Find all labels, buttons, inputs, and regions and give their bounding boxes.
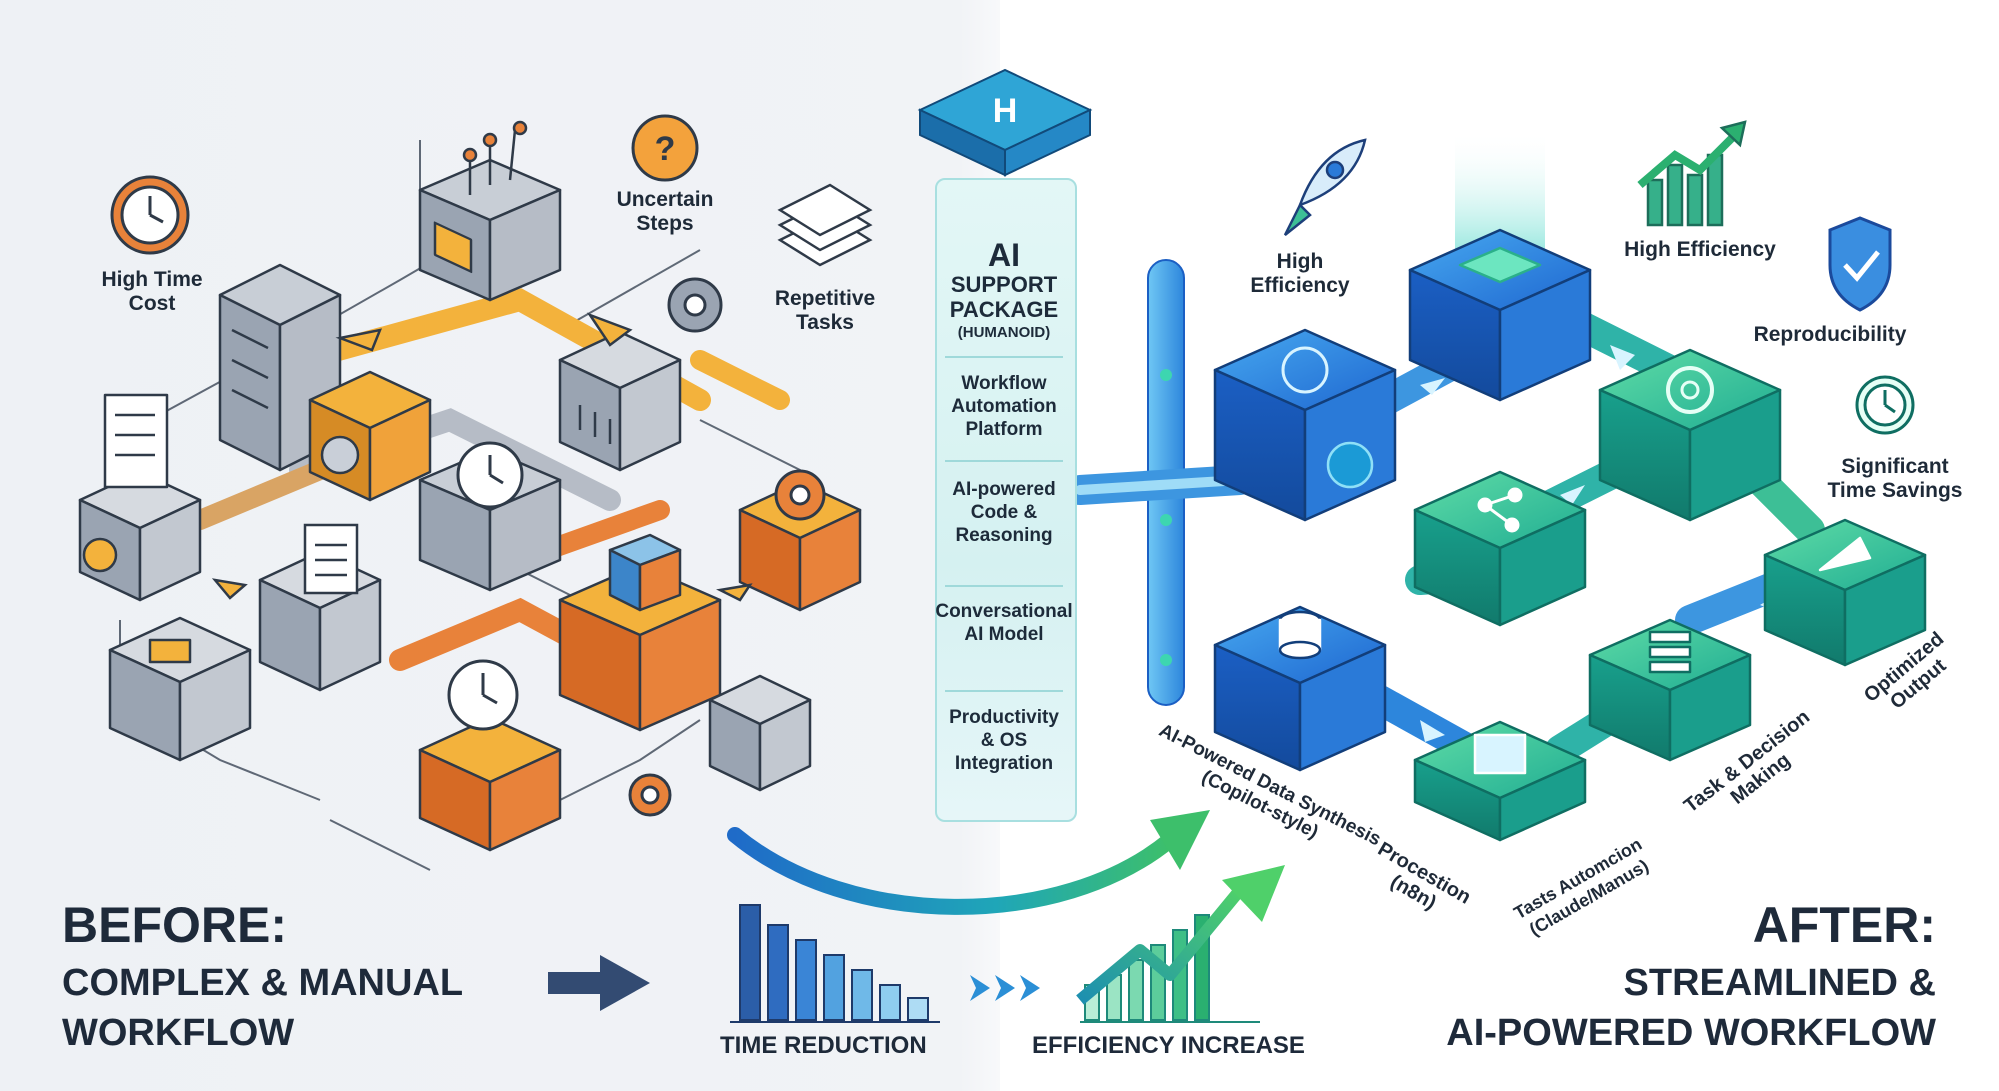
time-savings-label: Significant Time Savings: [1827, 455, 1963, 502]
transition-curved-arrow: [727, 827, 1178, 915]
left-cube-document-stack: [78, 393, 202, 602]
humanoid-logo-letter: H: [992, 92, 1018, 130]
left-cube-panel-bottom-left: [108, 616, 252, 762]
right-cube-ai: [1213, 328, 1397, 522]
left-cube-orange-1: [308, 370, 432, 502]
right-cube-stack: [1588, 618, 1752, 762]
left-cube-gray-right: [558, 330, 682, 472]
humanoid-logo: [917, 68, 1093, 177]
shield-check-icon: [1828, 216, 1892, 312]
chevron-right-icon: [970, 975, 1040, 1001]
uncertain-steps-label: Uncertain Steps: [616, 188, 714, 235]
growth-chart-icon: [1637, 120, 1747, 227]
left-cube-server: [218, 263, 342, 472]
left-cube-gray-small: [708, 674, 812, 792]
high-time-cost-label: High Time Cost: [101, 268, 203, 315]
question-bubble-icon: ?: [631, 114, 699, 182]
svg-text:?: ?: [655, 130, 676, 168]
panel-divider: [945, 585, 1063, 587]
panel-divider: [945, 356, 1063, 358]
reproducibility-label: Reproducibility: [1753, 323, 1907, 346]
efficiency-increase-chart: [1076, 865, 1285, 1023]
before-line-1: COMPLEX & MANUAL: [62, 962, 464, 1004]
right-cube-network: [1413, 470, 1587, 627]
right-cube-top: [1408, 228, 1592, 402]
panel-title: AI: [988, 237, 1020, 273]
efficiency-increase-label: EFFICIENCY INCREASE: [1032, 1032, 1305, 1059]
right-cube-database: [1213, 605, 1387, 772]
gear-icon: [774, 469, 826, 521]
pipe-nodes: [1160, 369, 1172, 666]
right-cube-gear: [1598, 348, 1782, 522]
high-efficiency-label: High Efficiency: [1250, 250, 1350, 297]
time-reduction-bars: [730, 904, 940, 1023]
left-flow-arrows: [211, 312, 753, 602]
gear-icon: [667, 277, 723, 333]
after-line-1: STREAMLINED &: [1623, 962, 1936, 1004]
document-icon: [303, 523, 359, 595]
time-reduction-label: TIME REDUCTION: [720, 1032, 927, 1059]
pin-icons: [462, 120, 528, 195]
left-cube-center-big: [558, 533, 722, 732]
left-cube-top: [418, 158, 562, 302]
ai-support-panel: [935, 178, 1077, 822]
right-arrow-icon: [548, 955, 650, 1011]
panel-subtitle-note: (HUMANOID): [957, 324, 1051, 341]
left-cube-orange-bottom: [418, 716, 562, 852]
high-efficiency-chart-label: High Efficiency: [1624, 238, 1776, 261]
clock-icon: [110, 175, 190, 255]
panel-item-workflow: Workflow Automation Platform: [951, 373, 1057, 440]
left-cube-gray-mid: [418, 448, 562, 592]
clock-icon: [1855, 375, 1915, 435]
panel-item-code-reasoning: AI-powered Code & Reasoning: [952, 479, 1056, 546]
panel-divider: [945, 460, 1063, 462]
before-heading: BEFORE:: [62, 897, 287, 953]
panel-item-conversational: Conversational AI Model: [935, 601, 1073, 645]
repetitive-tasks-label: Repetitive Tasks: [774, 287, 876, 334]
panel-subtitle: SUPPORT PACKAGE: [949, 272, 1059, 322]
rocket-icon: [1283, 138, 1367, 236]
panel-divider: [945, 690, 1063, 692]
before-line-2: WORKFLOW: [62, 1012, 295, 1054]
right-cube-output: [1763, 518, 1927, 667]
transition-arrowhead: [1150, 810, 1210, 870]
panel-item-productivity: Productivity & OS Integration: [949, 707, 1059, 774]
clock-icon: [447, 659, 519, 731]
after-heading: AFTER:: [1752, 897, 1936, 953]
gear-icon: [628, 773, 672, 817]
clock-icon: [456, 441, 524, 509]
paper-stack-icon: [777, 183, 873, 267]
after-line-2: AI-POWERED WORKFLOW: [1446, 1012, 1936, 1054]
right-cube-screen: [1413, 720, 1587, 842]
